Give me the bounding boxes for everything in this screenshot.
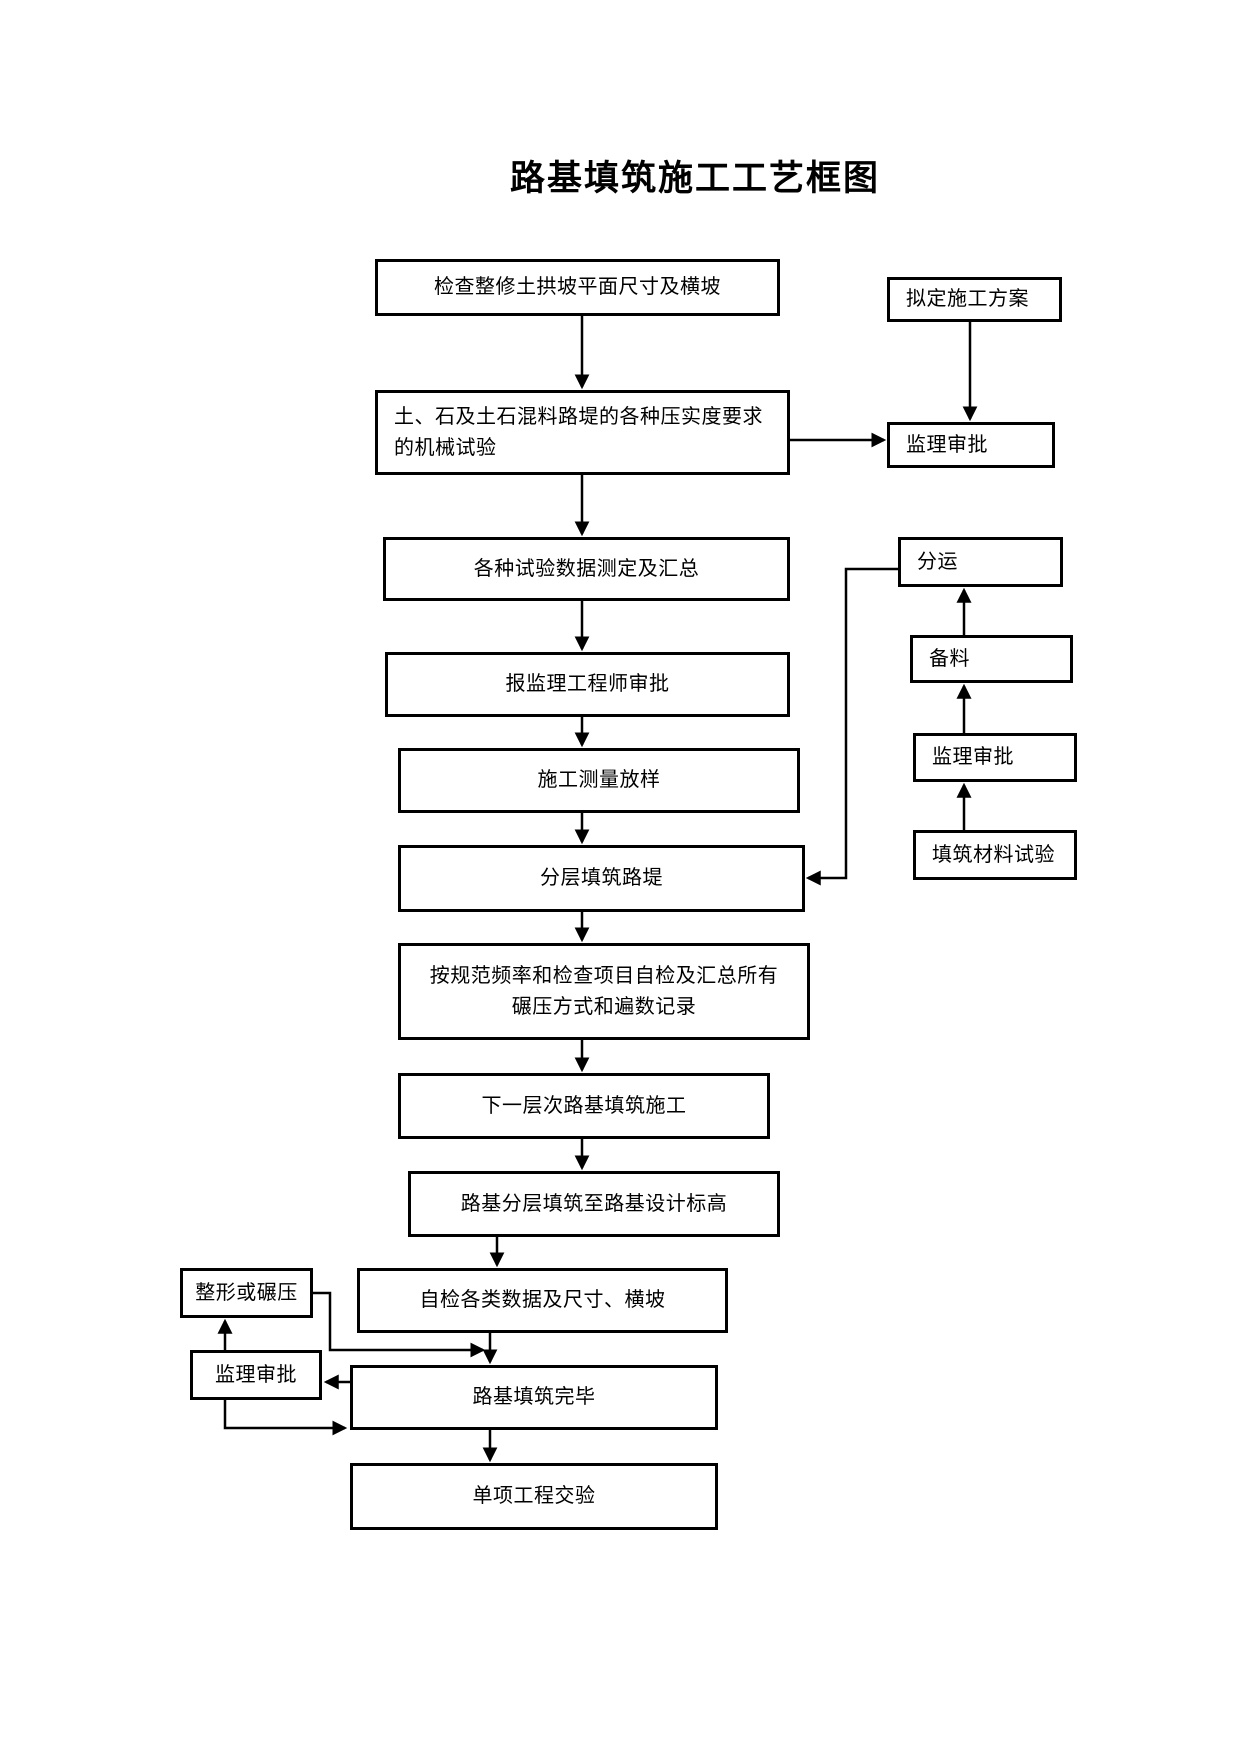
node-reshape-compact: 整形或碾压 [180, 1268, 313, 1318]
arrow-approvalleft-to-complete [223, 1400, 348, 1436]
node-handover: 单项工程交验 [350, 1463, 718, 1530]
node-data-summary: 各种试验数据测定及汇总 [383, 537, 790, 601]
node-supervisor-approval-left: 监理审批 [190, 1350, 322, 1400]
node-material-test: 填筑材料试验 [913, 830, 1077, 880]
node-transport: 分运 [898, 537, 1063, 587]
node-layered-filling: 分层填筑路堤 [398, 845, 805, 912]
arrow-reshape-to-complete [313, 1291, 486, 1358]
node-check-slope: 检查整修土拱坡平面尺寸及横坡 [375, 259, 780, 316]
node-self-check-dims: 自检各类数据及尺寸、横坡 [357, 1268, 728, 1333]
arrow-transport-to-filling [805, 567, 898, 886]
node-supervisor-approval-top: 监理审批 [887, 422, 1055, 468]
node-material-prep: 备料 [910, 635, 1073, 683]
node-report-supervisor: 报监理工程师审批 [385, 652, 790, 717]
node-compaction-test: 土、石及土石混料路堤的各种压实度要求 的机械试验 [375, 390, 790, 475]
node-plan: 拟定施工方案 [887, 277, 1062, 322]
node-supervisor-approval-mid: 监理审批 [913, 733, 1077, 782]
node-fill-to-design: 路基分层填筑至路基设计标高 [408, 1171, 780, 1237]
node-filling-complete: 路基填筑完毕 [350, 1365, 718, 1430]
node-survey-layout: 施工测量放样 [398, 748, 800, 813]
node-next-layer: 下一层次路基填筑施工 [398, 1073, 770, 1139]
diagram-title: 路基填筑施工工艺框图 [510, 159, 881, 198]
node-self-check-records: 按规范频率和检查项目自检及汇总所有 碾压方式和遍数记录 [398, 943, 810, 1040]
